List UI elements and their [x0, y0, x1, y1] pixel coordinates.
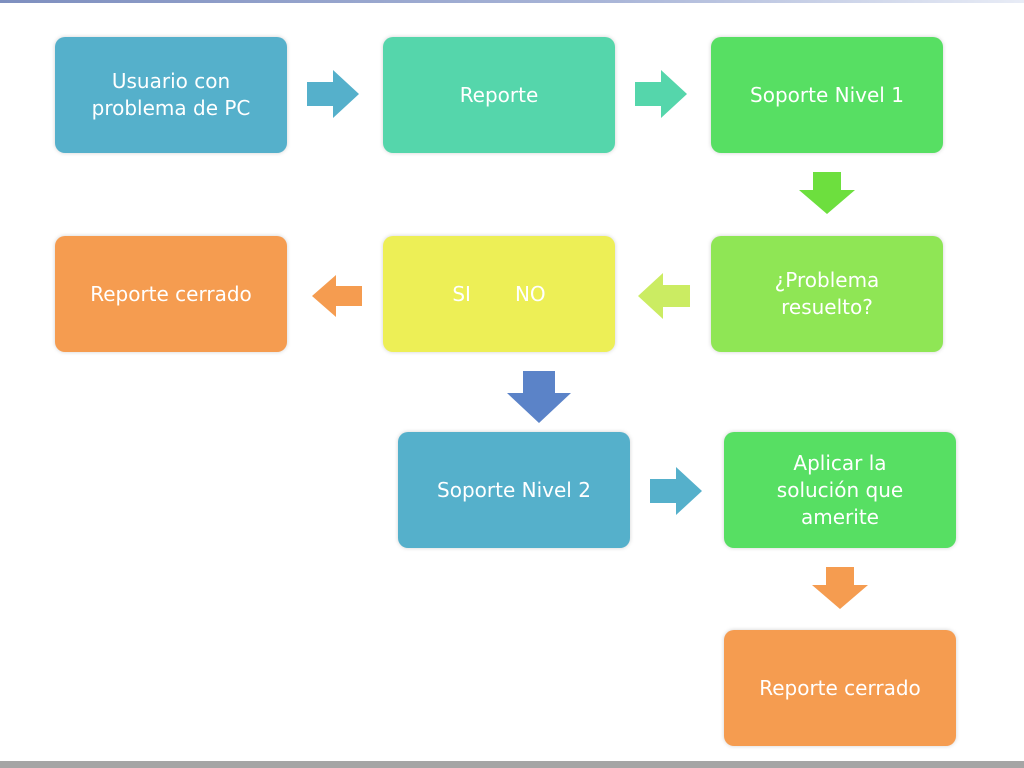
top-rule	[0, 0, 1024, 3]
decision-yes-label: SI	[452, 281, 471, 306]
arrow-shape	[812, 567, 868, 609]
arrow-right-report-to-level1	[635, 70, 687, 118]
arrow-shape	[312, 275, 362, 317]
node-user-label: Usuario con problema de PC	[91, 69, 251, 120]
arrow-shape	[650, 467, 702, 515]
arrow-down-level1-to-question	[799, 172, 855, 214]
node-support-level-2: Soporte Nivel 2	[398, 432, 630, 548]
arrow-right-level2-to-apply	[650, 467, 702, 515]
node-problem-solved-label: ¿Problema resuelto?	[774, 268, 880, 319]
node-closed-report-top: Reporte cerrado	[55, 236, 287, 352]
decision-no-label: NO	[514, 281, 546, 306]
bottom-rule	[0, 761, 1024, 768]
arrow-left-question-to-decision	[638, 273, 690, 319]
node-decision-yes-no: SI NO	[383, 236, 615, 352]
arrow-shape	[507, 371, 571, 423]
node-apply-solution: Aplicar la solución que amerite	[724, 432, 956, 548]
node-apply-solution-label: Aplicar la solución que amerite	[776, 450, 904, 529]
node-report: Reporte	[383, 37, 615, 153]
node-problem-solved-question: ¿Problema resuelto?	[711, 236, 943, 352]
arrow-shape	[799, 172, 855, 214]
node-report-label: Reporte	[459, 82, 539, 107]
arrow-down-apply-to-closed	[812, 567, 868, 609]
node-support-level-1: Soporte Nivel 1	[711, 37, 943, 153]
node-closed-report-bottom-label: Reporte cerrado	[759, 675, 921, 700]
node-closed-report-bottom: Reporte cerrado	[724, 630, 956, 746]
arrow-shape	[307, 70, 359, 118]
node-support-level-2-label: Soporte Nivel 2	[437, 477, 591, 502]
arrow-left-decision-to-closed	[312, 275, 362, 317]
arrow-down-decision-to-level2	[507, 371, 571, 423]
arrow-shape	[638, 273, 690, 319]
node-support-level-1-label: Soporte Nivel 1	[750, 82, 904, 107]
arrow-right-user-to-report	[307, 70, 359, 118]
node-closed-report-top-label: Reporte cerrado	[90, 281, 252, 306]
node-user-with-pc-problem: Usuario con problema de PC	[55, 37, 287, 153]
arrow-shape	[635, 70, 687, 118]
